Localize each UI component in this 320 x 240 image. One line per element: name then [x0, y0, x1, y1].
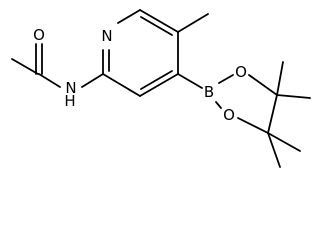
bond-ring-c3-c2 [102, 73, 141, 97]
atom-n-amide: N [65, 79, 76, 97]
bond-boron-o-top [218, 74, 234, 84]
bond-pinacol-methyl-1 [276, 61, 284, 96]
bonds [11, 9, 311, 168]
atom-o-carbonyl: O [33, 26, 45, 44]
bond-ring-boron [177, 73, 203, 89]
bond-o-top-c [248, 74, 278, 96]
bond-ring-methyl [177, 13, 209, 33]
atom-o-boronate-top: O [235, 63, 247, 81]
bond-ring-c6-c5-inner [140, 16, 173, 36]
bond-boron-o-bottom [215, 101, 222, 109]
molecule-drawing: O N H N B O O [11, 9, 311, 168]
bond-c-c-pinacol [267, 94, 278, 134]
atom-labels: O N H N B O O [33, 26, 247, 124]
structure-diagram: O N H N B O O [11, 9, 311, 168]
bond-ring-c4-c3-inner [140, 70, 173, 90]
atom-o-boronate-bottom: O [223, 106, 235, 124]
bond-ring-c4-c3 [139, 73, 179, 97]
bond-methyl-carbonyl [11, 58, 39, 75]
atom-n-pyridine: N [101, 27, 112, 45]
bond-ring-n1-c6 [117, 9, 141, 24]
bond-carbonyl-nh [38, 73, 61, 88]
bond-ring-c6-c5 [139, 9, 179, 33]
bond-nh-ring [81, 73, 104, 88]
bond-pinacol-methyl-4 [267, 132, 281, 168]
atom-boron: B [204, 83, 214, 101]
bond-pinacol-methyl-3 [267, 132, 301, 152]
bond-pinacol-methyl-2 [276, 94, 311, 99]
bond-o-bottom-c [237, 117, 269, 134]
atom-h-amide: H [64, 92, 75, 110]
